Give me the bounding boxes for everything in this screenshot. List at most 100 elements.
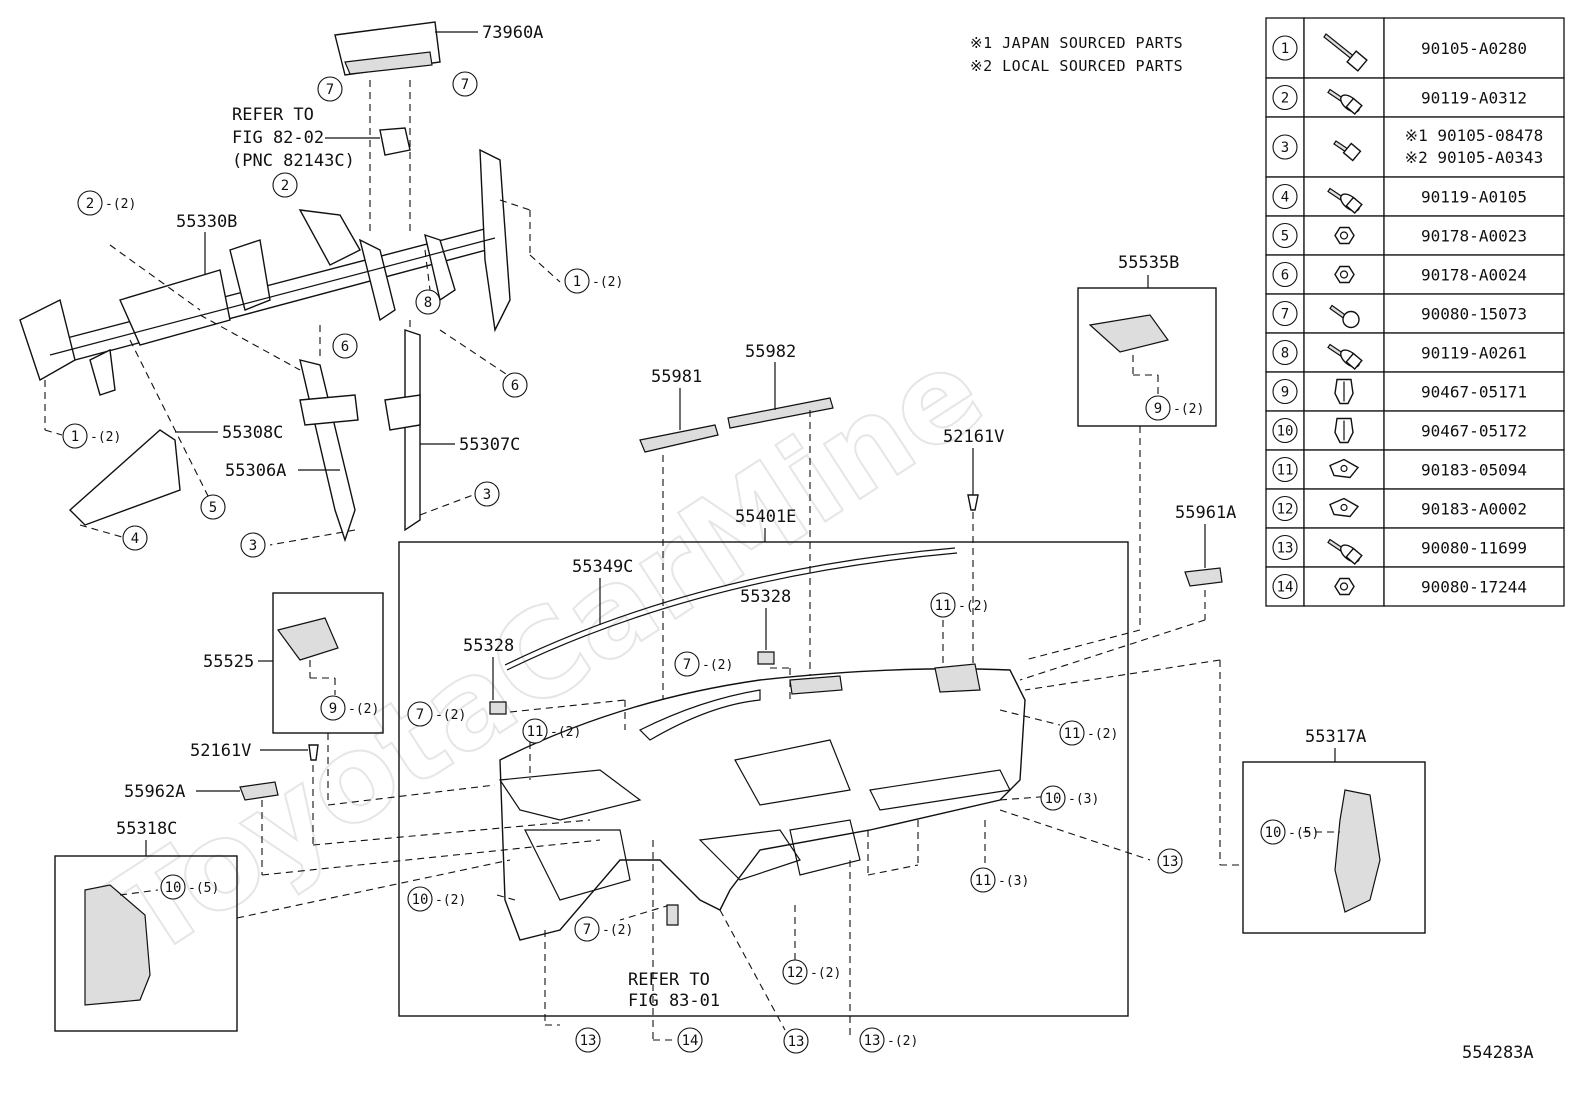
label-55307C: 55307C [459,435,520,455]
callout-circle [782,959,808,985]
callout-c13a: 13 [575,1027,601,1053]
fastener-part-cell [1383,17,1565,79]
callout-quantity: -(2) [1087,727,1118,742]
callout-c2a: 2-(2) [77,190,136,216]
callout-c12: 12-(2) [782,959,841,985]
clip-icon [1334,378,1354,405]
callout-quantity: -(2) [702,658,733,673]
callout-c8: 8 [415,289,441,315]
brace-55307C[interactable] [384,329,421,532]
fastener-num-circle [1272,456,1298,483]
flange-bolt-icon [1327,88,1363,115]
callout-number: 11 [975,873,992,889]
fastener-part-cell [1383,215,1565,256]
vent-55962A[interactable] [239,781,279,801]
callout-circle [415,289,441,315]
box-55535B [1077,287,1217,427]
fastener-part-cell [1383,293,1565,334]
defroster-nozzle-55981[interactable] [639,424,719,453]
callout-c7c: 7 -(2) [674,651,733,677]
brace-55306A[interactable] [299,359,359,543]
clip-55328-left[interactable] [489,701,507,715]
callout-number: 7 [683,657,691,673]
brace-55308C[interactable] [68,429,181,526]
bracket-fig-83-01[interactable] [666,904,679,926]
cover-55535B[interactable] [1088,314,1170,353]
callout-circle [407,701,433,727]
callout-number: 13 [788,1034,805,1050]
callout-number: 2 [281,178,289,194]
callout-number: 13 [864,1033,881,1049]
fastener-part-number: 90119-A0312 [1421,89,1527,108]
instrument-panel-55401E[interactable] [498,663,1026,941]
airbag-module[interactable] [334,21,441,76]
callout-c1b: 1-(2) [62,423,121,449]
callout-c9b: 9-(2) [320,695,379,721]
refer-b-line2: FIG 83-01 [628,991,720,1011]
callout-circle [1040,785,1066,811]
fastener-part-number: 90467-05172 [1421,422,1527,441]
clip-52161V-upper[interactable] [967,494,979,511]
fastener-part-cell [1383,77,1565,118]
callout-c13c: 13 [783,1028,809,1054]
callout-c4: 4 [122,525,148,551]
label-55306A: 55306A [225,461,286,481]
note-local-sourced: ※2 LOCAL SOURCED PARTS [970,57,1183,75]
fastener-number: 11 [1277,463,1294,479]
fastener-num-circle [1272,534,1298,561]
label-55961A: 55961A [1175,503,1236,523]
callout-number: 10 [1265,825,1282,841]
callout-c6b: 6 [502,372,528,398]
fastener-part-cell [1383,527,1565,568]
callout-number: 2 [86,196,94,212]
label-55349C: 55349C [572,557,633,577]
fastener-number: 12 [1277,502,1294,518]
clip-55328-right[interactable] [757,651,775,665]
callout-circle [1157,848,1183,874]
fastener-part-cell [1383,116,1565,178]
steering-support-beam[interactable] [19,148,511,396]
callout-number: 9 [329,701,337,717]
box-55401E [398,541,1129,1017]
fastener-part-cell [1383,254,1565,295]
label-55328-left: 55328 [463,636,514,656]
callout-number: 14 [682,1033,699,1049]
callout-c9a: 9 -(2) [1145,395,1204,421]
callout-number: 9 [1154,401,1162,417]
fastener-part-cell [1383,566,1565,607]
callout-number: 1 [573,274,581,290]
clip-52161V-left[interactable] [308,744,319,761]
vent-55961A[interactable] [1184,567,1223,587]
callout-quantity: -(2) [887,1034,918,1049]
strip-55349C[interactable] [504,547,956,666]
fastener-num-circle [1272,378,1298,405]
callout-circle [317,76,343,102]
cover-55525[interactable] [276,617,339,661]
callout-c11c: 11-(2) [1059,720,1118,746]
fastener-num-circle [1272,134,1298,160]
speed-nut-icon [1329,497,1360,518]
callout-c13d: 13 -(2) [859,1027,918,1053]
fastener-num-circle [1272,339,1298,366]
screw-icon [1329,304,1360,329]
fastener-num-circle [1272,573,1298,600]
defroster-nozzle-55982[interactable] [727,397,834,429]
callout-c10c: 10-(5) [1260,819,1319,845]
callout-circle [522,718,548,744]
callout-quantity: -(2) [1173,402,1204,417]
callout-c14: 14 [677,1027,703,1053]
label-55982: 55982 [745,342,796,362]
flange-bolt-icon [1327,538,1363,565]
side-cover-55318C[interactable] [84,884,151,1006]
long-bolt-icon [1323,33,1368,72]
label-52161V-upper: 52161V [943,427,1004,447]
fastener-number: 13 [1277,541,1294,557]
side-cover-55317A[interactable] [1334,789,1381,913]
fastener-number: 5 [1281,229,1289,245]
